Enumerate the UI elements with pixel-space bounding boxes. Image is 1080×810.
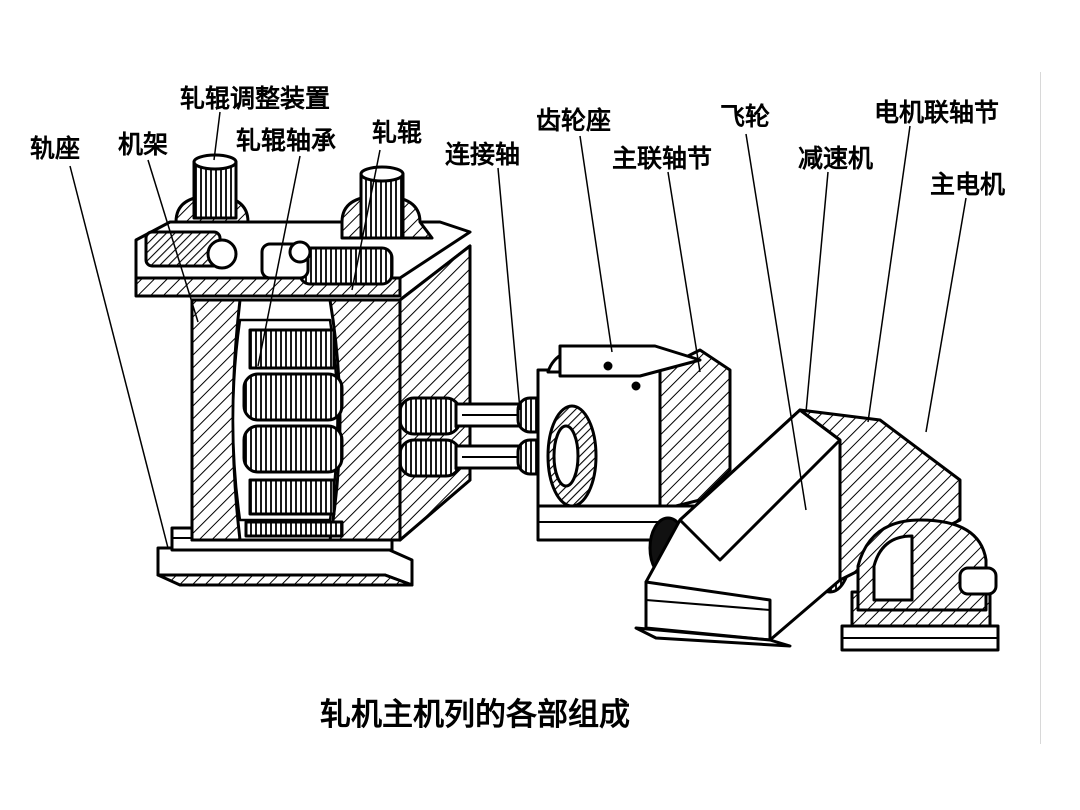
label-main-coupling: 主联轴节 <box>612 144 713 173</box>
leader-reducer <box>805 171 829 413</box>
leader-main-motor <box>925 197 967 433</box>
roll-adjust-screws <box>192 153 405 240</box>
leader-lines <box>69 111 967 549</box>
figure-caption: 轧机主机列的各部组成 <box>320 697 630 733</box>
label-reducer: 减速机 <box>798 144 874 173</box>
leader-connecting-shaft <box>497 167 521 411</box>
label-roll-bearing: 轧辊轴承 <box>236 126 337 155</box>
leader-roll-adjust <box>213 111 221 161</box>
label-main-motor: 主电机 <box>930 170 1006 199</box>
label-rail-seat: 轨座 <box>30 134 81 163</box>
rolls <box>242 328 344 516</box>
leader-rail-seat <box>69 165 169 549</box>
label-gear-seat: 齿轮座 <box>536 106 612 135</box>
label-motor-coupling: 电机联轴节 <box>874 98 1000 127</box>
label-connecting-shaft: 连接轴 <box>445 140 521 169</box>
page-right-border <box>1040 72 1041 744</box>
label-frame: 机架 <box>118 130 169 159</box>
leader-roll <box>351 149 381 291</box>
leader-main-coupling <box>667 171 701 373</box>
main-motor <box>840 518 1000 652</box>
roll-stand <box>134 153 472 587</box>
leader-roll-bearing <box>257 155 301 367</box>
leader-gear-seat <box>579 135 613 353</box>
leader-frame <box>147 159 199 323</box>
label-roll-adjust-device: 轧辊调整装置 <box>180 84 331 113</box>
label-roll: 轧辊 <box>372 118 423 147</box>
label-flywheel: 飞轮 <box>720 102 771 131</box>
leader-flywheel <box>745 133 807 511</box>
leader-motor-coupling <box>867 125 911 423</box>
